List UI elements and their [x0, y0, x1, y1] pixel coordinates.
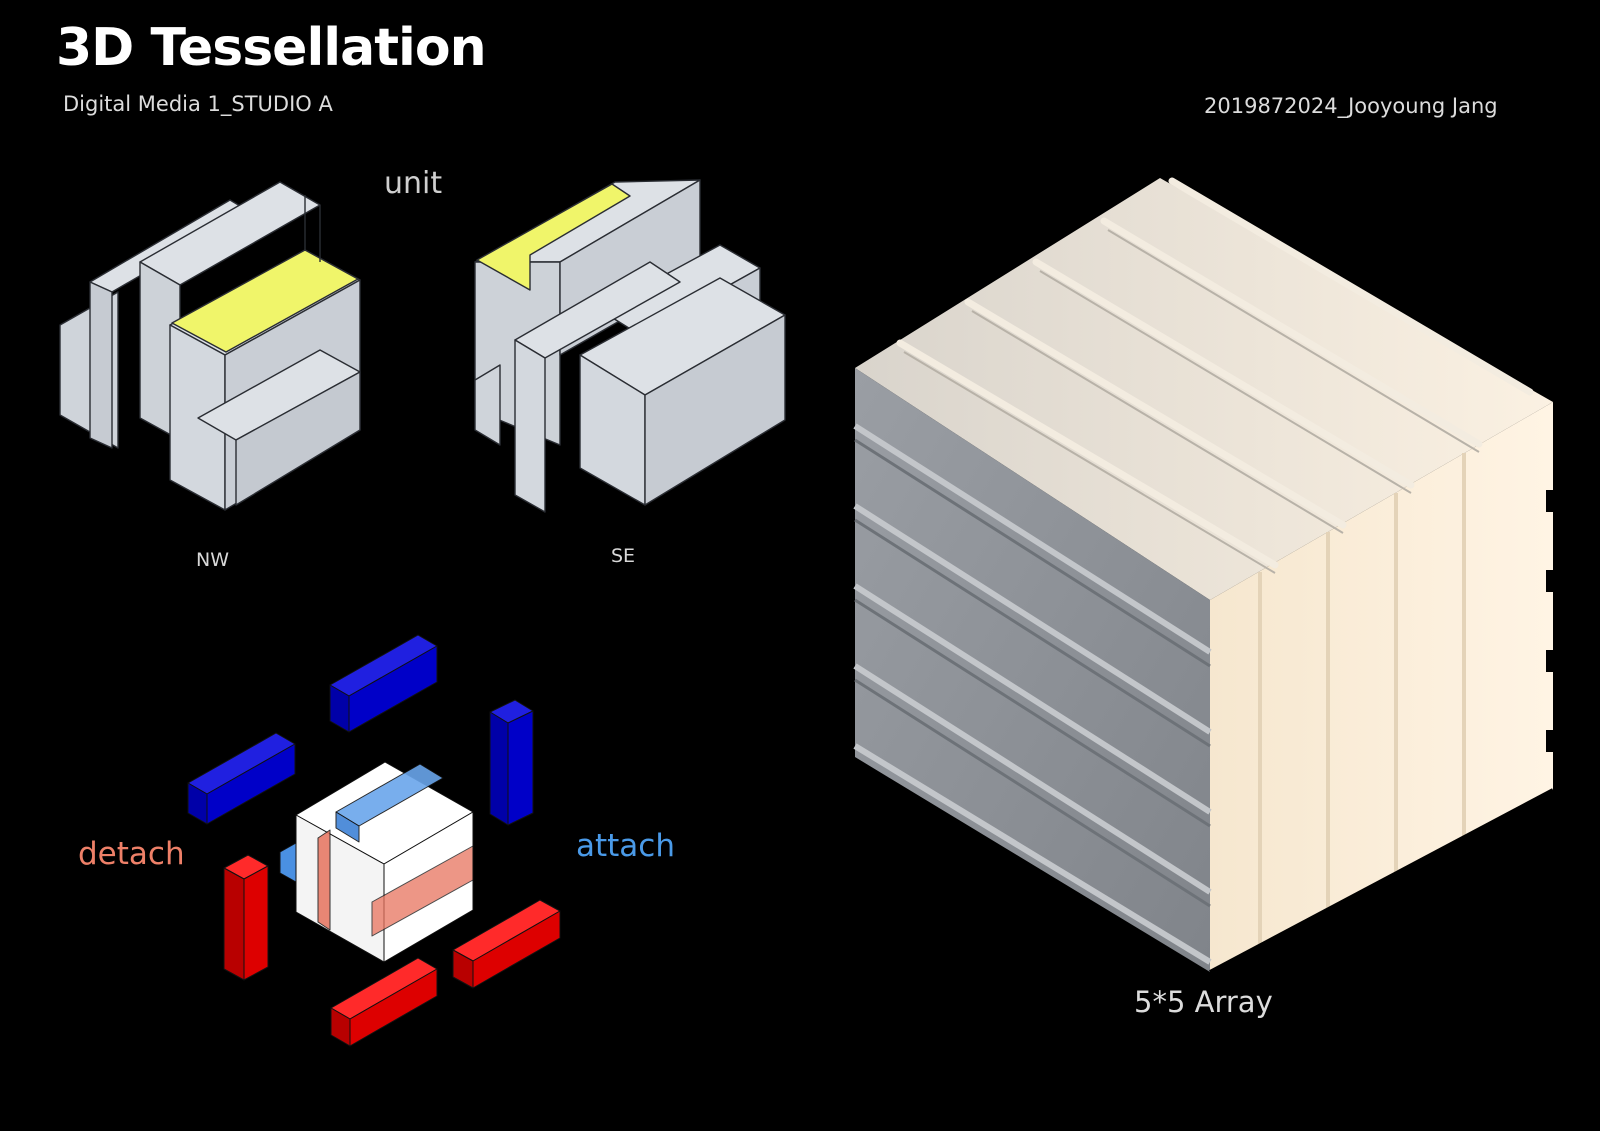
author-credit: 2019872024_Jooyoung Jang: [1204, 94, 1498, 118]
nw-label: NW: [196, 549, 229, 571]
detach-label: detach: [78, 836, 185, 872]
array-right-face: [1210, 402, 1553, 972]
unit-label: unit: [384, 166, 443, 201]
attach-bar-top: [329, 634, 438, 733]
page-title: 3D Tessellation: [56, 18, 487, 78]
attach-bar-left: [187, 732, 296, 825]
detach-bar-bottom: [330, 957, 438, 1047]
attach-label: attach: [576, 828, 675, 864]
assembly-cube: [279, 761, 474, 963]
array-top-face: [855, 178, 1553, 600]
page-subtitle: Digital Media 1_STUDIO A: [63, 92, 333, 116]
detach-bar-right: [452, 899, 561, 989]
attach-bar-right: [489, 699, 534, 826]
array-label: 5*5 Array: [1134, 985, 1273, 1019]
detach-bar-left: [223, 854, 269, 981]
se-label: SE: [611, 545, 636, 567]
array-left-face: [855, 368, 1210, 972]
